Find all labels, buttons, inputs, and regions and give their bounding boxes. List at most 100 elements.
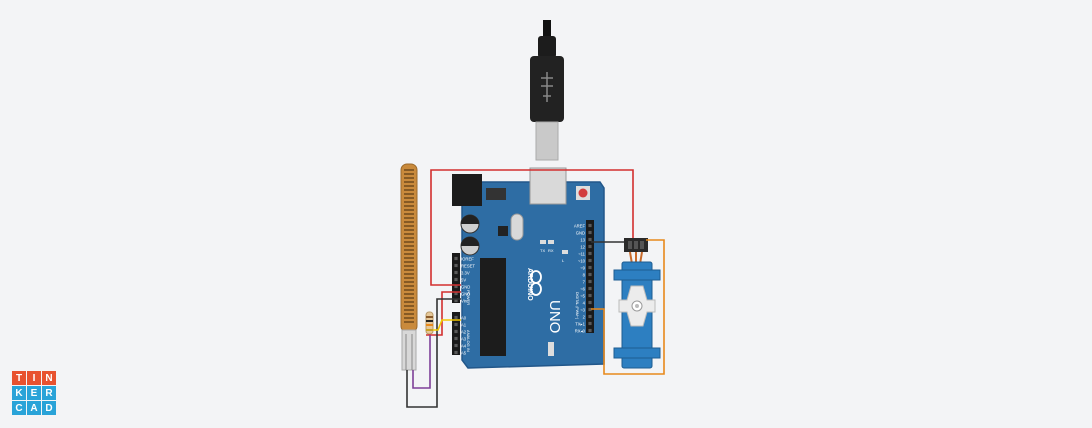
resistor[interactable]	[425, 311, 434, 335]
header-pin[interactable]	[588, 265, 592, 270]
pin-label: 12	[580, 245, 585, 250]
pin-label: 2	[583, 315, 586, 320]
header-pin[interactable]	[454, 263, 458, 268]
wire-5v-to-flex[interactable]	[426, 291, 461, 336]
wires	[406, 169, 665, 408]
pin-label: 5V	[461, 278, 466, 283]
led-rx	[548, 240, 554, 244]
pin-label: 8	[583, 273, 586, 278]
analog-header-label: ANALOG IN	[466, 330, 471, 352]
crystal-oscillator	[510, 213, 524, 241]
flex-sensor[interactable]	[400, 163, 418, 371]
pin-label: 4	[583, 301, 586, 306]
pin-label: A3	[461, 337, 467, 342]
smd-chip	[498, 226, 508, 236]
header-pin[interactable]	[454, 277, 458, 282]
header-pin[interactable]	[454, 315, 458, 320]
atmega-chip	[480, 258, 506, 356]
header-pin[interactable]	[588, 230, 592, 235]
led-label-tx: TX	[540, 248, 545, 253]
header-pin[interactable]	[454, 256, 458, 261]
arduino-uno-board[interactable]: TX RX L ARDUINO UNO POWER ANALOG IN DIGI…	[452, 167, 605, 369]
wire-a0-yellow[interactable]	[433, 319, 461, 331]
logo-letter: D	[42, 401, 56, 415]
icsp-header	[548, 342, 554, 356]
header-pin[interactable]	[454, 350, 458, 355]
pin-label: A1	[461, 323, 467, 328]
usb-port	[529, 167, 567, 205]
pin-label: GND	[576, 231, 585, 236]
header-pin[interactable]	[454, 336, 458, 341]
header-pin[interactable]	[588, 300, 592, 305]
header-pin[interactable]	[588, 279, 592, 284]
header-pin[interactable]	[588, 223, 592, 228]
logo-letter: N	[42, 371, 56, 385]
usb-strain-relief	[538, 36, 556, 58]
pin-label: ~5	[580, 294, 585, 299]
header-pin[interactable]	[454, 291, 458, 296]
power-header-label: POWER	[466, 290, 471, 305]
board-brand: ARDUINO	[526, 268, 533, 301]
logo-letter: A	[27, 401, 41, 415]
header-pin[interactable]	[588, 307, 592, 312]
pin-label: A4	[461, 344, 467, 349]
led-label-l: L	[562, 258, 565, 263]
voltage-regulator	[486, 188, 506, 200]
pin-label: GND	[461, 292, 470, 297]
header-pin[interactable]	[454, 343, 458, 348]
wire-gnd-black[interactable]	[406, 298, 461, 408]
digital-header-label: DIGITAL (PWM~)	[575, 292, 579, 319]
header-pin[interactable]	[588, 321, 592, 326]
header-pin[interactable]	[588, 293, 592, 298]
header-pin[interactable]	[454, 322, 458, 327]
header-pin[interactable]	[588, 244, 592, 249]
pin-label: A0	[461, 316, 467, 321]
pin-label: Vin	[461, 299, 468, 304]
header-pin[interactable]	[588, 286, 592, 291]
tinkercad-logo: T I N K E R C A D	[12, 371, 56, 415]
pin-label: A5	[461, 351, 467, 356]
header-pin[interactable]	[588, 258, 592, 263]
usb-cable[interactable]	[530, 20, 564, 161]
header-pin[interactable]	[454, 284, 458, 289]
servo-mount-tab-top	[613, 269, 661, 281]
pin-label: IOREF	[461, 257, 474, 262]
usb-cable-cord	[543, 20, 551, 38]
wire-purple[interactable]	[412, 335, 431, 389]
wire-signal-orange[interactable]	[591, 239, 665, 375]
power-header: IOREF RESET 3.3V 5V GND GND Vin	[452, 253, 475, 304]
pin-label: 13	[580, 238, 585, 243]
logo-letter: E	[27, 386, 41, 400]
header-pin[interactable]	[588, 328, 592, 333]
pin-label: TX▸1	[575, 322, 585, 327]
led-label-rx: RX	[548, 248, 554, 253]
logo-letter: R	[42, 386, 56, 400]
logo-letter: C	[12, 401, 26, 415]
board-model: UNO	[546, 300, 563, 333]
pin-label: GND	[461, 285, 470, 290]
header-pin[interactable]	[588, 251, 592, 256]
logo-letter: T	[12, 371, 26, 385]
pin-label: 3.3V	[461, 271, 470, 276]
header-pin[interactable]	[588, 237, 592, 242]
reset-button[interactable]	[578, 188, 588, 198]
pin-label: RX◂0	[575, 329, 586, 334]
dc-jack	[452, 174, 482, 206]
header-pin[interactable]	[588, 272, 592, 277]
header-pin[interactable]	[588, 314, 592, 319]
header-pin[interactable]	[454, 298, 458, 303]
flex-sensor-pins	[401, 329, 417, 371]
pin-label: RESET	[461, 264, 475, 269]
pin-label: ~11	[578, 252, 585, 257]
pin-label: AREF	[574, 224, 586, 229]
pin-label: 7	[583, 280, 586, 285]
pin-label: ~3	[580, 308, 585, 313]
header-pin[interactable]	[454, 329, 458, 334]
header-pin[interactable]	[454, 270, 458, 275]
logo-letter: I	[27, 371, 41, 385]
wire-5v-red[interactable]	[430, 169, 634, 286]
servo-motor[interactable]	[613, 238, 661, 369]
servo-mount-tab-bottom	[613, 347, 661, 359]
led-tx	[540, 240, 546, 244]
